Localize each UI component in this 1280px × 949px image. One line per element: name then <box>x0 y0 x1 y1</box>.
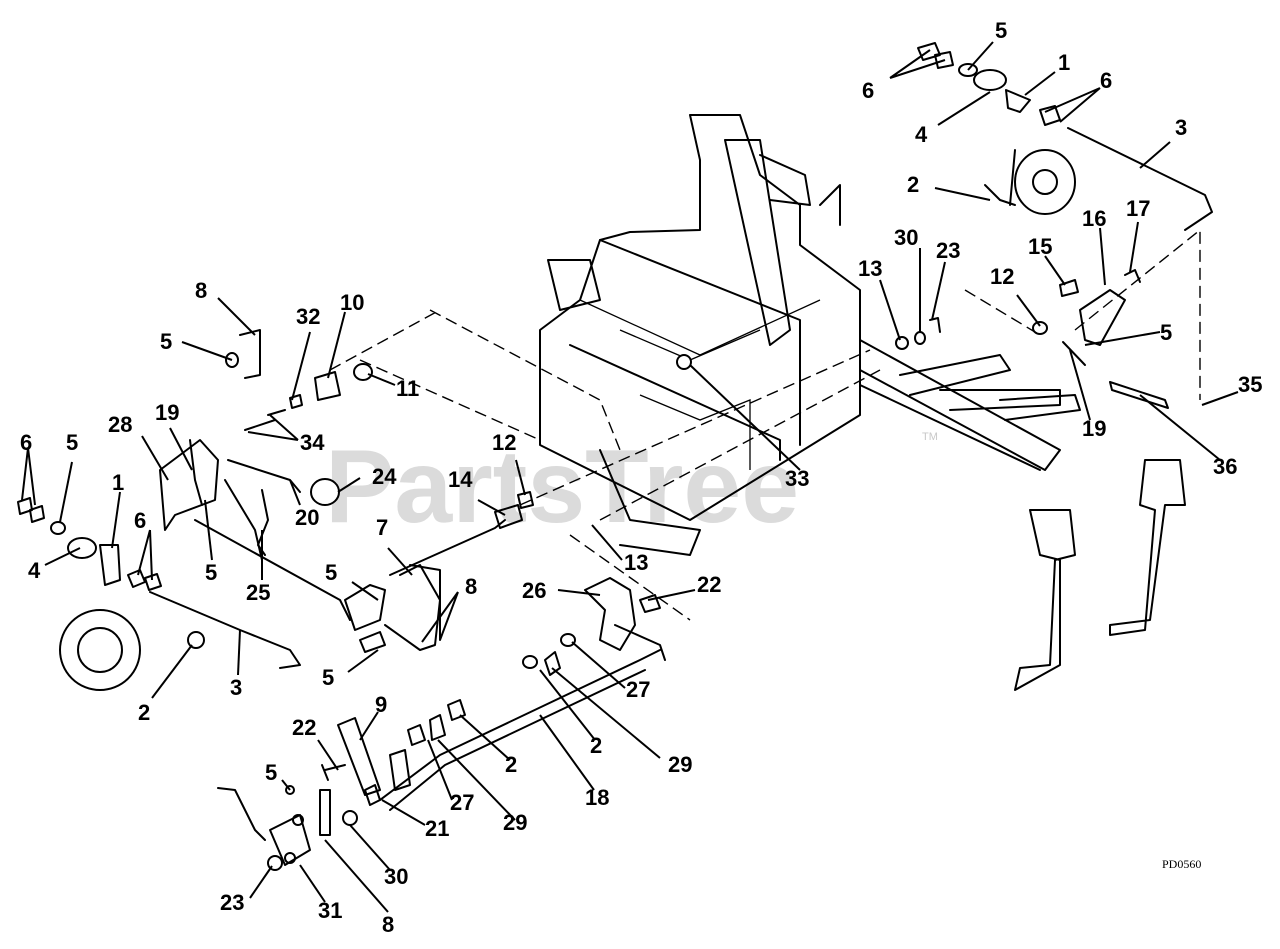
callout-27: 27 <box>450 790 474 815</box>
callout-28: 28 <box>108 412 132 437</box>
callout-5: 5 <box>66 430 78 455</box>
callout-2: 2 <box>590 733 602 758</box>
callout-2: 2 <box>138 700 150 725</box>
callout-35: 35 <box>1238 372 1262 397</box>
callout-1: 1 <box>112 470 124 495</box>
callout-29: 29 <box>668 752 692 777</box>
callout-15: 15 <box>1028 234 1052 259</box>
callout-32: 32 <box>296 304 320 329</box>
callout-30: 30 <box>894 225 918 250</box>
upper-right-assembly <box>895 42 1213 409</box>
callout-5: 5 <box>1160 320 1172 345</box>
callout-5: 5 <box>160 329 172 354</box>
callout-1: 1 <box>1058 50 1070 75</box>
lower-assembly <box>217 577 666 871</box>
callout-29: 29 <box>503 810 527 835</box>
main-frame <box>539 114 1081 556</box>
watermark-trademark: TM <box>922 431 938 443</box>
callout-3: 3 <box>230 675 242 700</box>
callout-5: 5 <box>995 18 1007 43</box>
callout-12: 12 <box>492 430 516 455</box>
callout-19: 19 <box>1082 416 1106 441</box>
callout-16: 16 <box>1082 206 1106 231</box>
callout-13: 13 <box>624 550 648 575</box>
left-assembly <box>17 329 534 691</box>
callout-5: 5 <box>322 665 334 690</box>
callout-22: 22 <box>697 572 721 597</box>
callout-30: 30 <box>384 864 408 889</box>
callout-11: 11 <box>396 376 419 401</box>
callout-19: 19 <box>155 400 179 425</box>
callout-14: 14 <box>448 467 473 492</box>
callout-13: 13 <box>858 256 882 281</box>
callout-6: 6 <box>20 430 32 455</box>
callout-21: 21 <box>425 816 449 841</box>
drawing-code: PD0560 <box>1162 857 1201 871</box>
callout-3: 3 <box>1175 115 1187 140</box>
callout-34: 34 <box>300 430 325 455</box>
callout-12: 12 <box>990 264 1014 289</box>
callout-26: 26 <box>522 578 546 603</box>
callout-labels: 5 1 6 6 4 3 2 16 17 15 30 23 13 12 5 35 … <box>20 18 1262 937</box>
callout-36: 36 <box>1213 454 1237 479</box>
callout-9: 9 <box>375 692 387 717</box>
callout-22: 22 <box>292 715 316 740</box>
callout-6: 6 <box>862 78 874 103</box>
callout-5: 5 <box>205 560 217 585</box>
callout-10: 10 <box>340 290 364 315</box>
callout-6: 6 <box>1100 68 1112 93</box>
callout-17: 17 <box>1126 196 1150 221</box>
pedal-assembly <box>1014 459 1186 691</box>
callout-5: 5 <box>265 760 277 785</box>
callout-4: 4 <box>915 122 928 147</box>
callout-24: 24 <box>372 464 397 489</box>
callout-31: 31 <box>318 898 342 923</box>
callout-33: 33 <box>785 466 809 491</box>
callout-8: 8 <box>465 574 477 599</box>
callout-8: 8 <box>382 912 394 937</box>
callout-2: 2 <box>505 752 517 777</box>
callout-4: 4 <box>28 558 41 583</box>
callout-6: 6 <box>134 508 146 533</box>
callout-23: 23 <box>936 238 960 263</box>
callout-leaders <box>21 41 1239 913</box>
callout-7: 7 <box>376 515 388 540</box>
callout-18: 18 <box>585 785 609 810</box>
callout-25: 25 <box>246 580 270 605</box>
callout-20: 20 <box>295 505 319 530</box>
callout-8: 8 <box>195 278 207 303</box>
callout-23: 23 <box>220 890 244 915</box>
callout-27: 27 <box>626 677 650 702</box>
callout-5: 5 <box>325 560 337 585</box>
callout-2: 2 <box>907 172 919 197</box>
